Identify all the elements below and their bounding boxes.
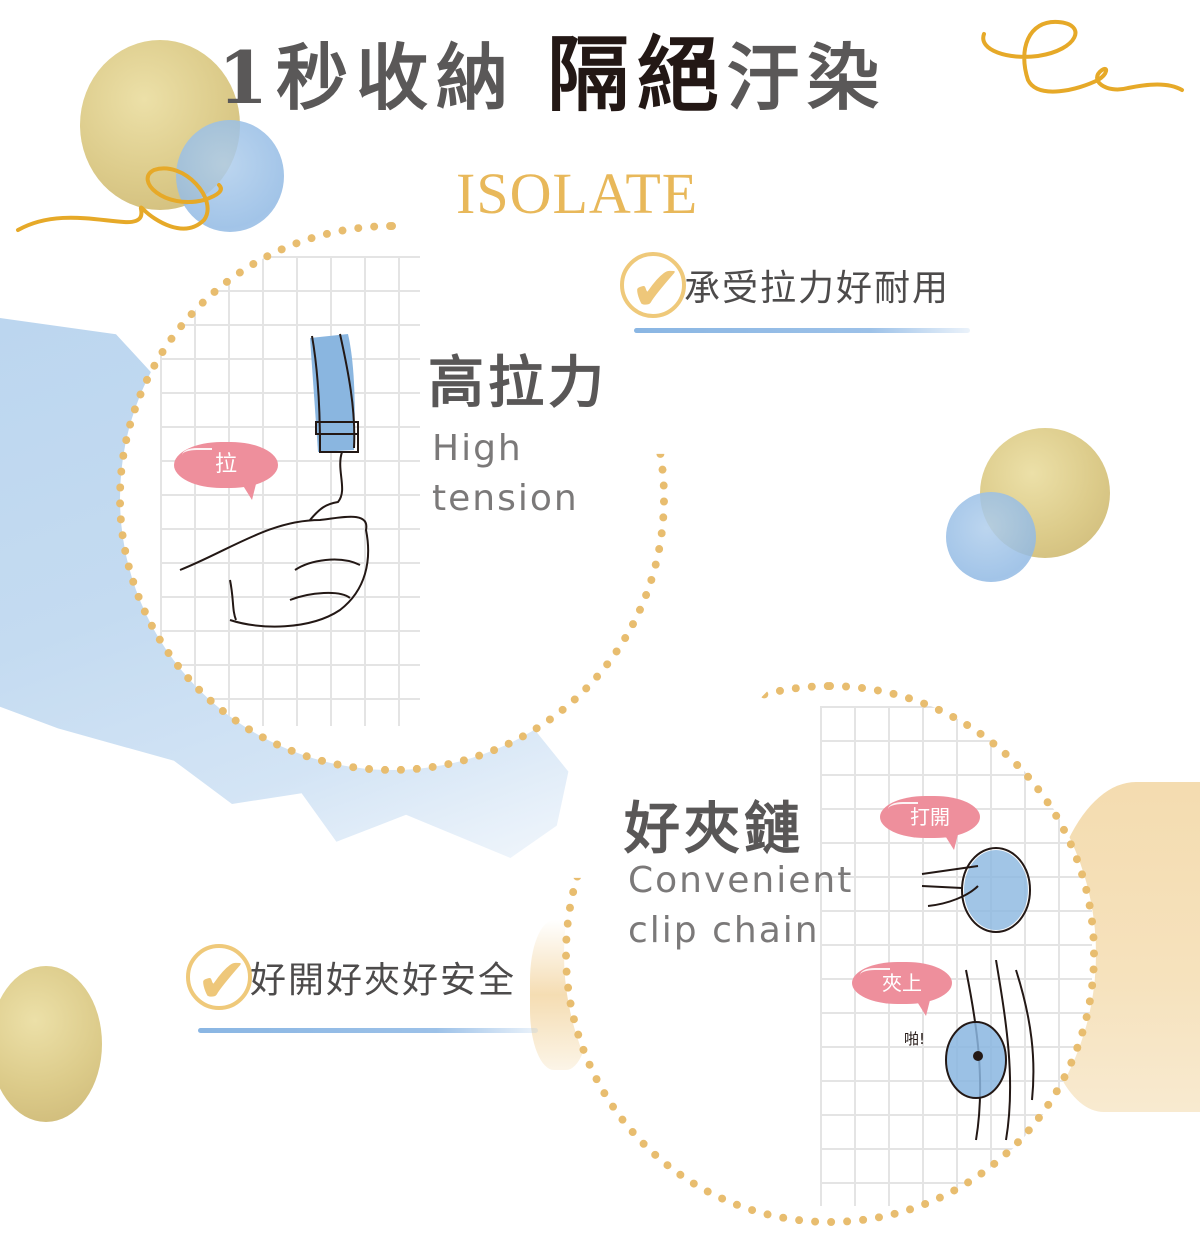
- hand-pulling-illustration: [179, 333, 370, 628]
- feature-title-en: Convenient clip chain: [628, 860, 854, 951]
- check-circle-icon: ✔: [620, 252, 686, 320]
- title-part-1: 1秒收納: [218, 35, 517, 120]
- gold-swirl-flourish: [16, 166, 223, 232]
- watercolor-blue-dot: [946, 492, 1036, 582]
- title-part-3: 汙染: [727, 35, 888, 120]
- check-circle-icon: ✔: [186, 944, 252, 1012]
- bubble-label: 拉: [214, 452, 237, 477]
- watercolor-blue-dot: [176, 120, 284, 232]
- dotted-ring: [116, 222, 668, 774]
- check-text: 好開好夾好安全: [250, 960, 517, 1001]
- subtitle: ISOLATE: [456, 161, 699, 226]
- blue-brush-underline: [634, 328, 970, 333]
- page-title: 1秒收納 隔絕汙染: [218, 34, 887, 116]
- feature-title-cn: 好夾鏈: [624, 796, 804, 862]
- feature-title-cn: 高拉力: [428, 350, 608, 416]
- blue-brush-underline: [198, 1028, 538, 1033]
- check-item-durable: ✔ 承受拉力好耐用: [620, 252, 951, 320]
- feature-title-en: High tension: [432, 428, 579, 519]
- gold-swirl-flourish: [981, 19, 1184, 94]
- dotted-ring: [562, 682, 1098, 1226]
- check-text: 承受拉力好耐用: [684, 268, 951, 309]
- clip-open-illustration: [921, 847, 1031, 933]
- speech-bubble-pull: 拉: [174, 442, 278, 500]
- clip-attached-illustration: [945, 960, 1035, 1141]
- speech-bubble-clip: 夾上: [852, 962, 952, 1016]
- check-item-safe: ✔ 好開好夾好安全: [186, 944, 517, 1012]
- title-part-2: 隔絕: [547, 27, 728, 123]
- gold-foil-dot: [0, 966, 102, 1122]
- sound-effect-text: 啪!: [904, 1030, 926, 1048]
- speech-bubble-open: 打開: [880, 796, 980, 850]
